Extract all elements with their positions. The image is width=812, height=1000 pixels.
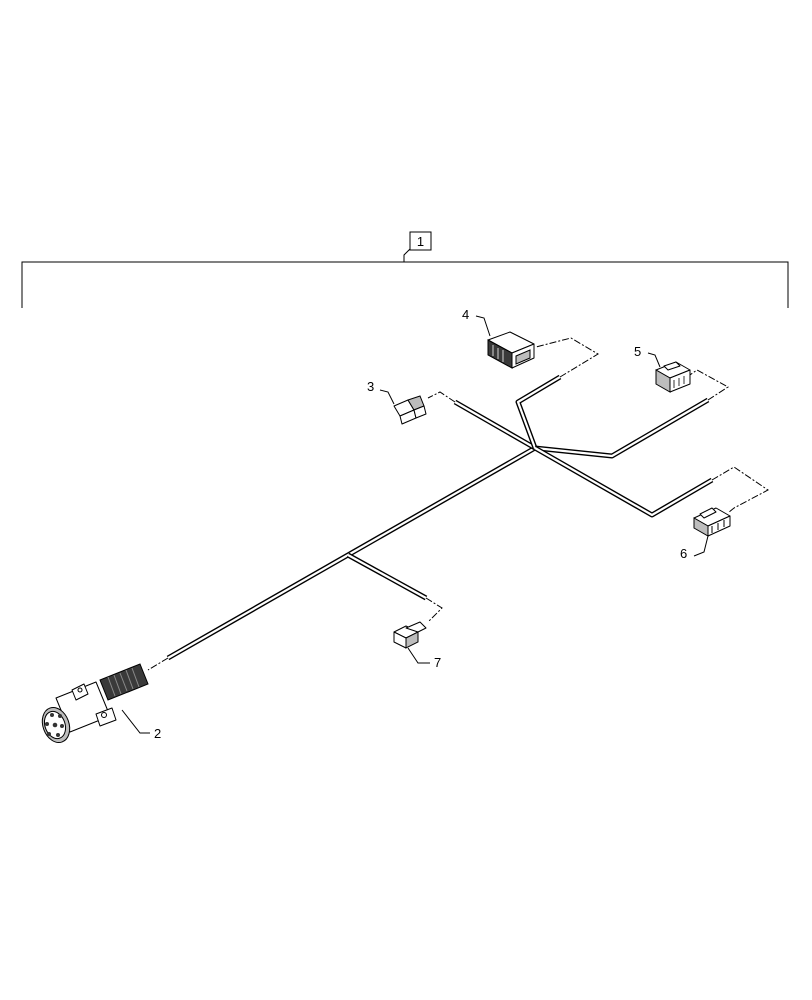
callout-4: 4 — [462, 307, 469, 322]
callout-7: 7 — [434, 655, 441, 670]
callout-3: 3 — [367, 379, 374, 394]
connector-medium — [655, 361, 691, 393]
callout-5: 5 — [634, 344, 641, 359]
connector-right — [693, 507, 731, 537]
callout-6: 6 — [680, 546, 687, 561]
connector-small-a — [393, 395, 427, 425]
connector-small-b — [393, 621, 427, 649]
connector-large — [487, 331, 535, 369]
plug-7pin — [41, 663, 149, 743]
assembly-bracket: 1 — [21, 231, 789, 308]
callout-1: 1 — [417, 234, 424, 249]
assembly-callout-box — [409, 231, 432, 251]
phantom-lines — [147, 337, 769, 671]
wire-harness — [166, 374, 714, 661]
callout-2: 2 — [154, 726, 161, 741]
